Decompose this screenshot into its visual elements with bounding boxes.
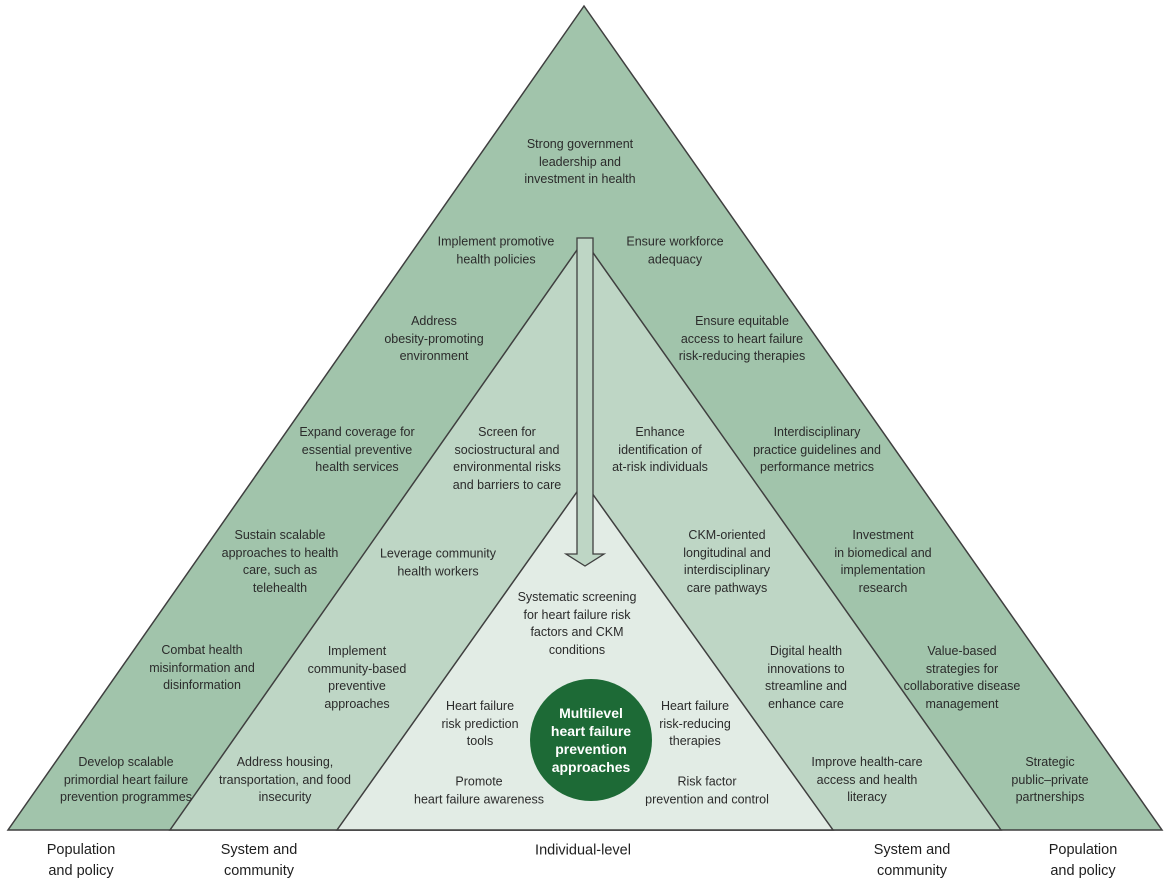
footer-right-system-community: System and community — [873, 842, 951, 879]
label-telehealth: Sustain scalable approaches to health ca… — [221, 528, 339, 595]
label-expand-coverage: Expand coverage for essential preventive… — [299, 424, 415, 474]
label-housing-insecurity: Address housing, transportation, and foo… — [218, 754, 352, 804]
label-heart-failure-awareness: Promote heart failure awareness — [414, 774, 544, 807]
footer-left-system-community: System and community — [220, 842, 298, 879]
label-primordial-programmes: Develop scalable primordial heart failur… — [59, 754, 193, 804]
label-ckm-care-pathways: CKM-oriented longitudinal and interdisci… — [683, 528, 771, 595]
label-biomedical-investment: Investment in biomedical and implementat… — [834, 528, 932, 595]
footer-individual-level: Individual-level — [535, 842, 631, 859]
label-systematic-screening: Systematic screening for heart failure r… — [517, 590, 637, 657]
label-workforce-adequacy: Ensure workforce adequacy — [626, 234, 724, 267]
footer-left-population-policy: Population and policy — [46, 842, 116, 879]
label-public-private-partnerships: Strategic public–private partnerships — [1011, 754, 1089, 804]
down-arrow-icon — [563, 237, 607, 567]
label-community-based-approaches: Implement community-based preventive app… — [307, 644, 407, 711]
label-community-health-workers: Leverage community health workers — [379, 546, 497, 579]
label-promotive-policies: Implement promotive health policies — [437, 234, 555, 267]
label-obesity-environment: Address obesity-promoting environment — [384, 313, 484, 363]
footer-right-population-policy: Population and policy — [1048, 842, 1118, 879]
label-health-care-access: Improve health-care access and health li… — [811, 754, 923, 804]
label-screen-sociostructural: Screen for sociostructural and environme… — [452, 425, 562, 492]
label-value-based-strategies: Value-based strategies for collaborative… — [903, 644, 1021, 711]
inner-layer-triangle — [335, 480, 835, 831]
label-risk-factor-control: Risk factor prevention and control — [645, 774, 769, 807]
label-practice-guidelines: Interdisciplinary practice guidelines an… — [753, 424, 881, 474]
label-risk-prediction-tools: Heart failure risk prediction tools — [441, 698, 519, 748]
label-risk-reducing-therapies: Heart failure risk-reducing therapies — [659, 698, 731, 748]
label-misinformation: Combat health misinformation and disinfo… — [149, 642, 255, 692]
label-digital-health: Digital health innovations to streamline… — [765, 644, 847, 711]
center-badge: Multilevel heart failure prevention appr… — [530, 679, 652, 801]
label-government-leadership: Strong government leadership and investm… — [524, 136, 636, 186]
center-title: Multilevel heart failure prevention appr… — [550, 705, 632, 775]
label-identification-at-risk: Enhance identification of at-risk indivi… — [612, 424, 708, 474]
label-equitable-access: Ensure equitable access to heart failure… — [678, 313, 806, 363]
